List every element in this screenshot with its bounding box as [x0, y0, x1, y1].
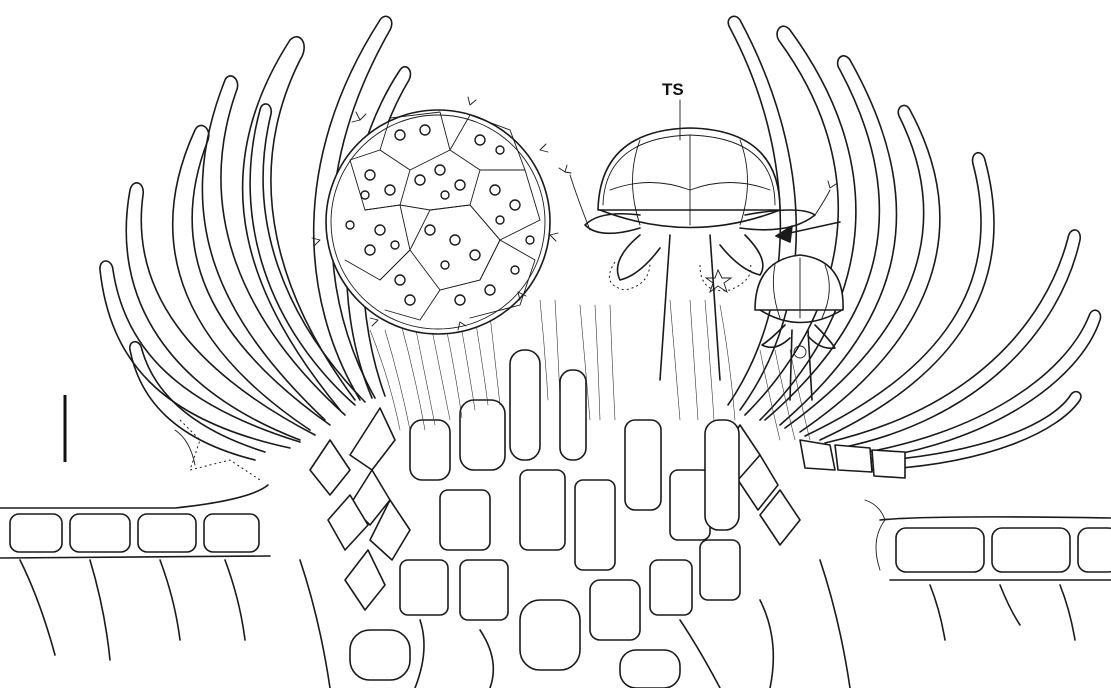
host-epidermis-left — [0, 420, 270, 660]
ts-label: TS — [662, 80, 684, 99]
host-epidermis-right — [865, 500, 1111, 640]
young-teliospore — [755, 255, 843, 400]
warted-spore — [312, 97, 558, 334]
teliospore-ts: TS — [559, 80, 840, 380]
